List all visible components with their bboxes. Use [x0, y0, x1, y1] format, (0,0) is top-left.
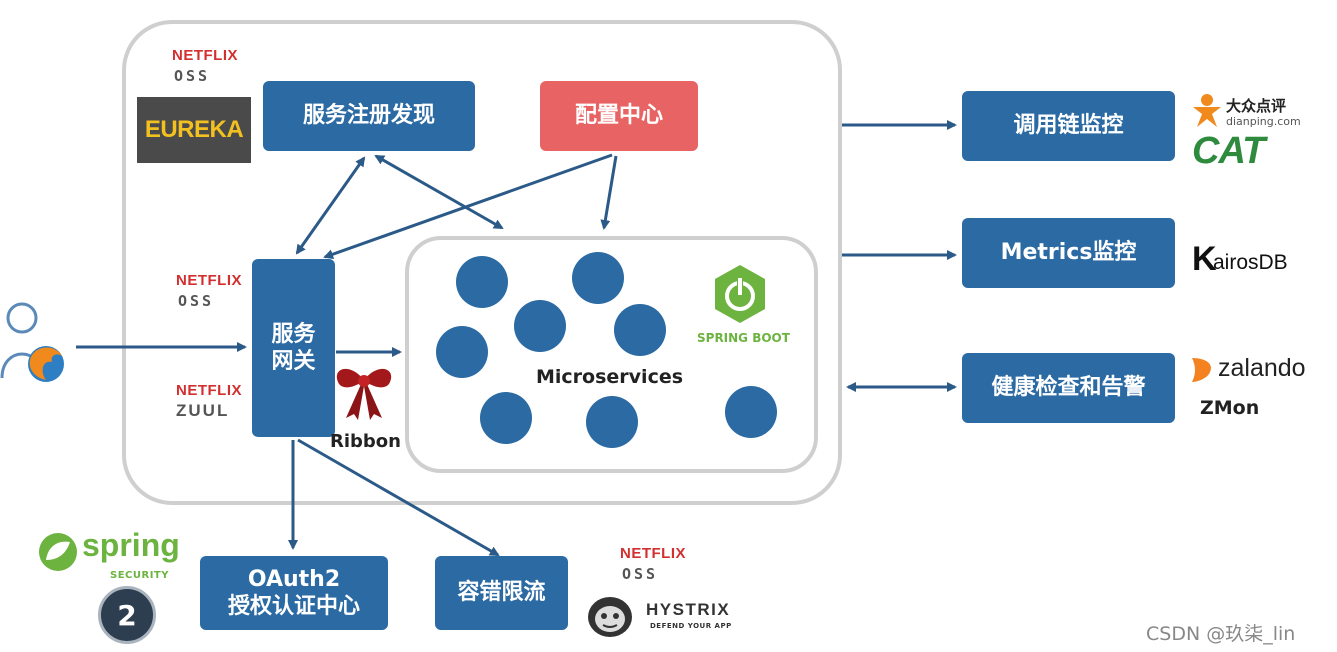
dianping-person-icon [1190, 93, 1224, 129]
ribbon-bow-icon [330, 362, 398, 422]
microservice-node [480, 392, 532, 444]
config-center-box: 配置中心 [540, 81, 698, 151]
microservice-node [436, 326, 488, 378]
netflix-logo-zuul: NETFLIX [176, 382, 242, 399]
microservice-node [725, 386, 777, 438]
microservices-label: Microservices [536, 366, 684, 388]
zalando-icon [1188, 356, 1214, 384]
hystrix-text: HYSTRIX [646, 600, 731, 619]
hystrix-tagline: DEFEND YOUR APP [650, 622, 732, 630]
netflix-logo-gateway: NETFLIX [176, 272, 242, 289]
microservice-node [614, 304, 666, 356]
spring-boot-label: SPRING BOOT [697, 331, 790, 345]
microservice-node [514, 300, 566, 352]
oss-logo-gateway: OSS [178, 292, 215, 310]
spring-leaf-icon [36, 532, 80, 572]
zalando-text: zalando [1218, 354, 1306, 382]
eureka-text: EUREKA [144, 116, 244, 143]
spring-boot-logo [708, 262, 772, 326]
zmon-label: ZMon [1200, 397, 1260, 419]
power-icon [715, 265, 765, 323]
arrow-registry-microservices [374, 154, 504, 230]
metrics-box: Metrics监控 [962, 218, 1175, 288]
netflix-logo-registry: NETFLIX [172, 47, 238, 64]
user-browser-icon [0, 300, 72, 386]
oss-logo-registry: OSS [174, 67, 211, 85]
arrow-gateway-registry [295, 156, 366, 255]
arrow-gateway-to-fault [297, 438, 500, 557]
fault-tolerance-box: 容错限流 [435, 556, 568, 630]
hystrix-logo-icon [586, 595, 634, 639]
arrow-config-to-gateway [323, 153, 613, 260]
oauth-badge-number: 2 [117, 598, 137, 632]
tracing-box: 调用链监控 [962, 91, 1175, 161]
spring-text: spring [82, 527, 180, 563]
kairosdb-text: airosDB [1213, 251, 1288, 274]
api-gateway-box: 服务 网关 [252, 259, 335, 437]
service-registry-box: 服务注册发现 [263, 81, 475, 151]
arrow-config-to-microservices [600, 155, 618, 230]
eureka-logo: EUREKA [137, 97, 251, 163]
dianping-text: 大众点评 [1226, 97, 1287, 115]
ribbon-label: Ribbon [330, 431, 401, 452]
zuul-logo: ZUUL [176, 401, 230, 420]
microservice-node [572, 252, 624, 304]
oauth-box: OAuth2 授权认证中心 [200, 556, 388, 630]
csdn-watermark: CSDN @玖柒_lin [1146, 623, 1296, 645]
spring-security-text: SECURITY [110, 570, 169, 581]
oss-logo-hystrix: OSS [622, 565, 659, 583]
health-check-box: 健康检查和告警 [962, 353, 1175, 423]
oauth-badge-icon: 2 [98, 586, 156, 644]
dianping-url: dianping.com [1226, 115, 1301, 128]
cat-logo: CAT [1192, 130, 1265, 172]
microservice-node [586, 396, 638, 448]
microservice-node [456, 256, 508, 308]
netflix-logo-hystrix: NETFLIX [620, 545, 686, 562]
kairosdb-k: K [1192, 240, 1217, 278]
